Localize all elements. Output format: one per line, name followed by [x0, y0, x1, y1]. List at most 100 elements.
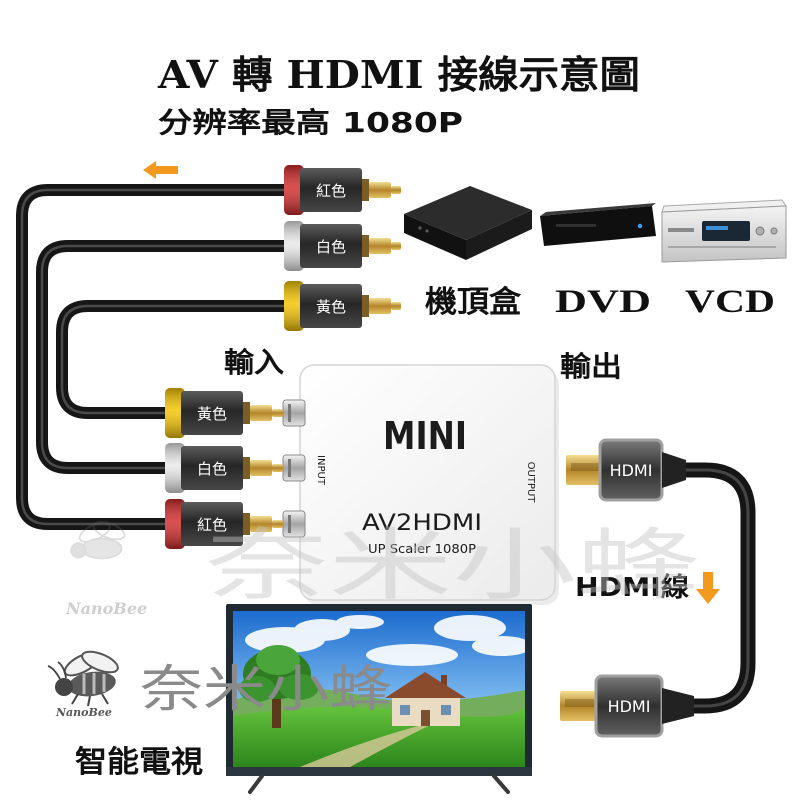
source-plug-yellow: 黃色: [284, 281, 401, 331]
plug-body: [181, 446, 243, 490]
watermark-brand-en: NanoBee: [65, 599, 147, 618]
jack-ring: [288, 404, 291, 422]
tv-screen: [233, 611, 525, 767]
hdmi-cable-label: HDMI線: [575, 572, 689, 603]
screen-path: [300, 726, 428, 767]
converter-box: MINI INPUT OUTPUT AV2HDMI UP Scaler 1080…: [299, 364, 559, 605]
converter-badge: MINI: [383, 414, 467, 458]
logo-brand-en: NanoBee: [55, 706, 112, 719]
plug-collar-shading: [284, 221, 304, 271]
device-label-dvd: DVD: [555, 284, 651, 320]
diagram-title: AV 轉 HDMI 接線示意圖: [157, 52, 640, 97]
screen-house: [385, 672, 466, 726]
plug-tip: [369, 238, 391, 254]
plug-neck: [362, 235, 369, 257]
diagram-subtitle: 分辨率最高 1080P: [158, 106, 463, 139]
arrow-left-icon: [143, 161, 178, 179]
plug-collar-shading: [165, 499, 185, 549]
plug-neck: [243, 457, 250, 479]
tv-label: 智能電視: [75, 745, 203, 780]
plug-body: [181, 391, 243, 435]
watermark: 奈米小蜂 NanoBee: [65, 520, 700, 618]
smart-tv: [226, 604, 532, 794]
hdmi-slot: [571, 463, 599, 471]
plug-pin: [272, 464, 283, 472]
arrow-down-icon: [696, 572, 720, 604]
converter-jacks: [282, 399, 306, 538]
hdmi-cable: HDMI HDMI HDMI線: [560, 438, 756, 738]
hdmi-strain-relief: [662, 452, 686, 488]
device-label-vcd: VCD: [685, 284, 775, 320]
input-plug-yellow: 黃色: [165, 388, 283, 438]
plug-tip: [250, 405, 272, 421]
tv-leg-right: [492, 774, 510, 794]
plug-collar-shading: [284, 281, 304, 331]
output-label: 輸出: [560, 350, 622, 383]
plug-body: [181, 502, 243, 546]
plug-body: [300, 168, 362, 212]
plug-collar-shading: [165, 388, 185, 438]
plug-tip: [250, 516, 272, 532]
plug-collar-shading: [165, 443, 185, 493]
plug-collar-shading: [284, 165, 304, 215]
plug-pin: [391, 302, 401, 310]
plug-neck: [362, 179, 369, 201]
hdmi-connector-label: HDMI: [610, 461, 653, 480]
hdmi-strain-relief: [662, 688, 694, 724]
plug-label: 黃色: [316, 298, 346, 316]
hdmi-cable-highlight: [682, 468, 750, 708]
logo-brand-cn: 奈米小蜂: [140, 660, 392, 718]
tv-leg-left: [248, 774, 264, 794]
converter-output-port-label: OUTPUT: [525, 462, 536, 504]
plug-pin: [391, 186, 401, 194]
hdmi-tip: [566, 455, 603, 485]
plug-label: 紅色: [316, 182, 346, 200]
plug-body: [300, 284, 362, 328]
device-label-set-top-box: 機頂盒: [425, 285, 522, 320]
hdmi-slot: [565, 699, 594, 707]
screen-clouds: [245, 615, 525, 666]
plug-neck: [243, 402, 250, 424]
input-label: 輸入: [224, 346, 284, 379]
plug-pin: [272, 520, 283, 528]
input-plug-white: 白色: [165, 443, 283, 493]
plug-tip: [250, 460, 272, 476]
plug-label: 紅色: [197, 516, 227, 534]
jack-white: [282, 454, 306, 482]
cable-white-highlight: [40, 244, 292, 470]
jack-ring: [288, 459, 291, 477]
brand-logo: NanoBee 奈米小蜂: [47, 650, 392, 719]
hdmi-connector-top: HDMI: [566, 438, 686, 502]
screen-tree: [239, 645, 319, 728]
input-plug-red: 紅色: [165, 499, 283, 549]
hdmi-tip: [560, 691, 598, 721]
jack-yellow: [282, 399, 306, 427]
source-plug-red: 紅色: [284, 165, 401, 215]
watermark-brand-cn: 奈米小蜂: [205, 521, 700, 611]
plug-pin: [272, 409, 283, 417]
cable-yellow-highlight: [60, 304, 292, 415]
hdmi-connector-label: HDMI: [608, 697, 651, 716]
vcd-player-icon: [661, 199, 787, 263]
jack-ring: [288, 515, 291, 533]
plug-label: 黃色: [197, 405, 227, 423]
converter-model: AV2HDMI: [362, 511, 482, 536]
dvd-player-icon: [540, 203, 656, 246]
converter-input-port-label: INPUT: [315, 455, 326, 486]
source-plug-white: 白色: [284, 221, 401, 271]
plug-tip: [369, 182, 391, 198]
converter-spec: UP Scaler 1080P: [368, 542, 476, 556]
plug-neck: [243, 513, 250, 535]
plug-tip: [369, 298, 391, 314]
converter-body: [299, 364, 556, 601]
plug-neck: [362, 295, 369, 317]
bee-icon: [47, 650, 119, 707]
hdmi-connector-bottom: HDMI: [560, 674, 694, 738]
cable-red-highlight: [20, 188, 292, 526]
tv-bottom-bezel: [226, 767, 532, 776]
plug-body: [300, 224, 362, 268]
plug-label: 白色: [316, 238, 346, 256]
plug-pin: [391, 242, 401, 250]
av-cables: [16, 184, 296, 530]
